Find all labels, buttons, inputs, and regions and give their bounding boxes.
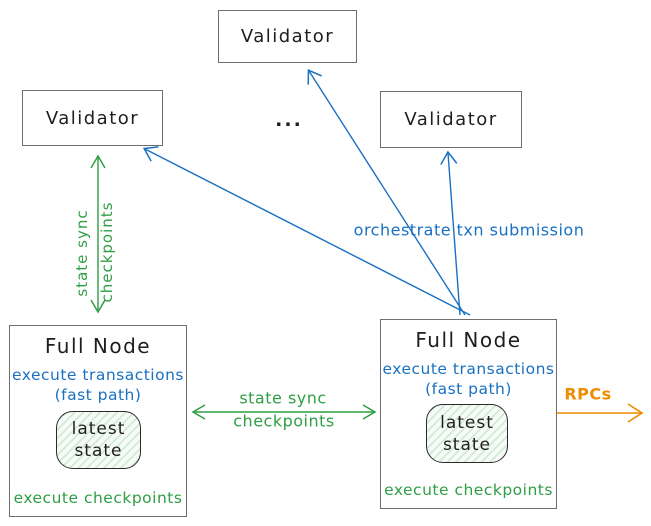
vertical-state-sync-label-line1: state sync [73, 209, 91, 297]
horizontal-state-sync-label-line2: checkpoints [233, 411, 335, 431]
exec-transactions-label: execute transactions [382, 360, 555, 378]
full-node-box-left: Full Node execute transactions (fast pat… [9, 325, 187, 517]
exec-transactions-label: execute transactions [11, 366, 185, 384]
latest-state-line2: state [74, 441, 123, 461]
latest-state-box: latest state [56, 411, 141, 469]
validator-label: Validator [240, 26, 335, 47]
full-node-title: Full Node [415, 328, 522, 352]
rpcs-label: RPCs [564, 384, 612, 404]
vertical-state-sync-label-line2: checkpoints [98, 201, 116, 303]
full-node-title: Full Node [44, 334, 152, 358]
exec-checkpoints-label: execute checkpoints [13, 489, 183, 507]
latest-state-line2: state [442, 434, 492, 455]
orchestrate-txn-submission-label: orchestrate txn submission [353, 220, 585, 240]
validators-ellipsis: ... [275, 109, 303, 131]
full-node-box-right: Full Node execute transactions (fast pat… [380, 319, 557, 509]
exec-checkpoints-label: execute checkpoints [384, 481, 553, 499]
latest-state-box: latest state [426, 404, 508, 463]
fast-path-label: (fast path) [425, 380, 512, 398]
horizontal-state-sync-label-line1: state sync [239, 388, 327, 408]
validator-label: Validator [45, 107, 140, 129]
validator-box-top: Validator [218, 10, 357, 63]
validator-box-left: Validator [22, 90, 163, 146]
fast-path-label: (fast path) [54, 386, 142, 404]
validator-box-right: Validator [380, 91, 522, 148]
validator-label: Validator [404, 109, 498, 130]
latest-state-line1: latest [71, 419, 126, 439]
latest-state-line1: latest [440, 412, 494, 433]
